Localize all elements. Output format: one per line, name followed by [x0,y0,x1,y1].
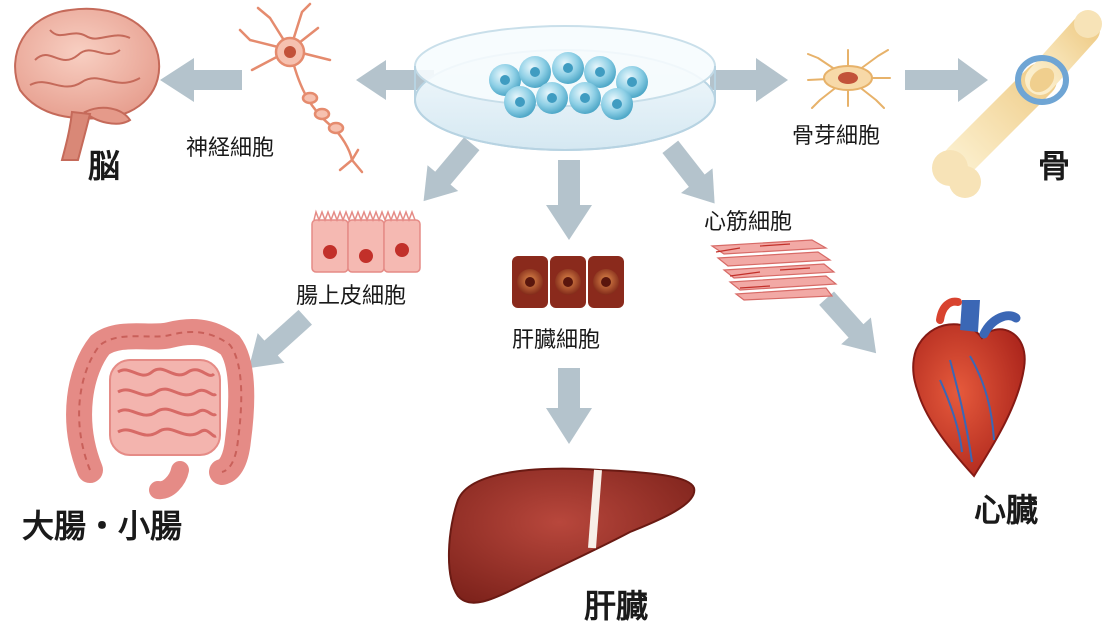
bone-icon [932,10,1102,198]
arrow-cardiomyocyte-to-heart [819,291,877,354]
osteoblast-icon [807,49,891,109]
intestinal-epithelial-cell-label: 腸上皮細胞 [296,284,407,309]
intestinal-epithelial-cells-icon [311,209,421,273]
heart-label: 心臓 [974,491,1039,529]
cardiomyocyte-label: 心筋細胞 [704,210,793,235]
brain-icon [14,7,161,161]
cardiomyocyte-cells-icon [710,239,838,301]
arrow-osteoblast-to-bone [905,58,988,102]
arrow-dish-to-osteoblast [710,58,788,102]
hepatocyte-label: 肝臓細胞 [512,328,601,353]
arrow-dish-to-intestinal [423,137,480,202]
heart-icon [912,297,1026,478]
arrows [160,58,988,444]
arrow-hepatocyte-to-liver [546,368,592,444]
bone-label: 骨 [1038,147,1071,185]
arrow-intestinal-to-intestine [248,309,312,369]
liver-label: 肝臓 [584,587,649,625]
osteoblast-label: 骨芽細胞 [792,124,881,149]
neuron-icon [238,2,364,174]
arrow-dish-to-cardiomyocyte [662,140,715,204]
neuron-label: 神経細胞 [186,136,275,161]
arrow-dish-to-hepatocyte [546,160,592,240]
arrow-neuron-to-brain [160,58,242,102]
petri-dish-stem-cells-icon [414,25,716,151]
stem-cell-cluster [489,52,648,120]
hepatocyte-cells-icon [512,256,624,308]
liver-icon [447,467,696,604]
intestine-icon [66,319,255,500]
brain-label: 脳 [88,147,121,185]
intestine-label: 大腸・小腸 [22,507,183,545]
